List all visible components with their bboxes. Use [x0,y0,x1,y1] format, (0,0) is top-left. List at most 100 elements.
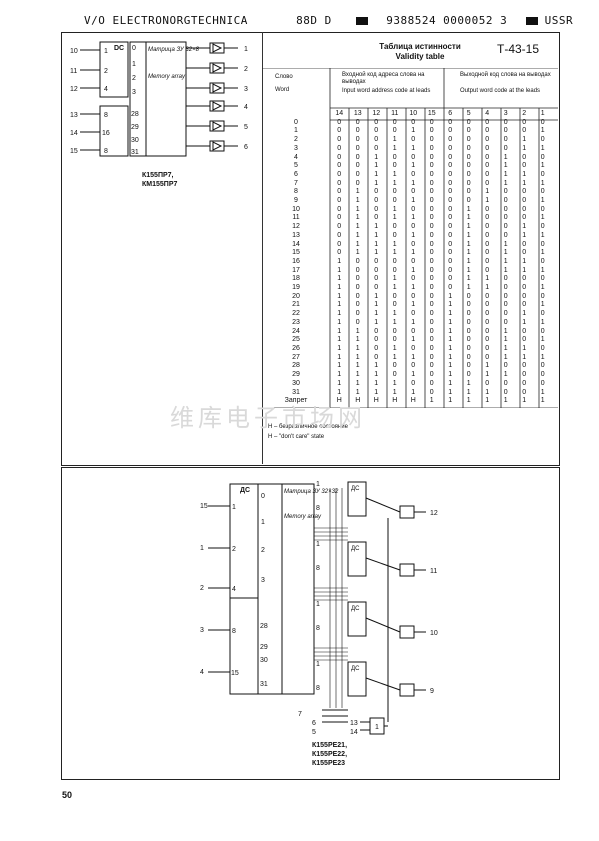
bit-cell: 1 [540,388,545,396]
bit-cell: 0 [540,223,545,231]
pin-label: 15 [200,503,208,510]
bit-cell: 0 [485,205,490,213]
bit-cell: 1 [337,301,342,309]
out-head-en: Output word code at the leads [460,88,541,94]
bit-cell: 1 [429,397,434,405]
bit-cell: 0 [355,127,360,135]
bit-cell: 1 [466,231,471,239]
bit-cell: 0 [503,136,508,144]
bit-cell: 0 [429,136,434,144]
word-cell: 28 [292,362,300,370]
bit-cell: 0 [429,249,434,257]
frame-divider [262,32,263,464]
bit-cell: 1 [411,231,416,239]
mux-blocks [347,481,367,697]
bit-cell: 1 [374,310,379,318]
table-title-en: Validity table [395,52,445,61]
bit-cell: 1 [355,240,360,248]
bit-cell: H [355,397,361,405]
bit-cell: 0 [448,266,453,274]
bit-cell: 0 [374,197,379,205]
bit-cell: 0 [485,336,490,344]
bit-cell: 0 [355,301,360,309]
mux-num: 8 [316,505,320,512]
bit-cell: 0 [448,231,453,239]
bit-cell: 1 [392,275,397,283]
word-cell: 16 [292,257,300,265]
bit-cell: 0 [429,318,434,326]
bit-cell: 1 [337,310,342,318]
bit-cell: 0 [540,153,545,161]
bit-cell: 0 [503,275,508,283]
dc-input: 1 [232,504,236,511]
bit-cell: 1 [522,179,527,187]
bit-cell: 0 [374,327,379,335]
bit-cell: 0 [429,301,434,309]
bit-cell: 0 [522,188,527,196]
bit-cell: 0 [522,127,527,135]
bit-cell: 0 [411,223,416,231]
bit-cell: 1 [466,266,471,274]
bit-cell: 1 [355,231,360,239]
note-en: H – "don't care" state [268,434,325,440]
memory-label-ru: Матрица ЗУ 32×8 [148,47,200,53]
pin-label: 14 [70,130,78,137]
bit-cell: 1 [485,362,490,370]
top-logic-diagram: 10 11 12 13 14 15 DC 1 2 4 8 16 8 0 1 2 … [70,41,248,157]
bit-cell: 0 [448,214,453,222]
dc-output: 0 [132,45,136,52]
bit-cell: 1 [411,162,416,170]
bit-cell: 1 [374,318,379,326]
bit-cell: 0 [466,127,471,135]
bit-cell: 0 [337,179,342,187]
bit-cell: 0 [522,162,527,170]
bit-cell: 0 [392,197,397,205]
bit-cell: 1 [411,179,416,187]
bit-cell: 1 [374,170,379,178]
bit-cell: 0 [522,301,527,309]
bit-cell: 0 [485,179,490,187]
bit-cell: 0 [448,170,453,178]
bit-cell: 1 [355,327,360,335]
bit-cell: 1 [522,344,527,352]
bit-cell: 0 [374,275,379,283]
in-col: 13 [353,110,362,117]
bit-cell: 0 [466,362,471,370]
dc-output: 0 [261,493,265,500]
bit-cell: 0 [429,240,434,248]
bit-cell: 1 [337,362,342,370]
bit-cell: 0 [429,188,434,196]
bit-cell: 1 [337,275,342,283]
bit-cell: 1 [355,205,360,213]
bit-cell: 1 [448,353,453,361]
table-code: Т-43-15 [497,42,540,56]
header-right: USSR [544,14,574,27]
bit-cell: 0 [355,118,360,126]
bit-cell: 1 [540,397,545,405]
bit-cell: 1 [448,327,453,335]
bit-cell: 0 [429,144,434,152]
bit-cell: 0 [485,310,490,318]
word-cell: 15 [292,249,300,257]
bit-cell: 0 [337,214,342,222]
bit-cell: 1 [392,170,397,178]
chip-label: К155РЕ22, [312,751,348,758]
word-cell: 31 [292,388,300,396]
bit-cell: 1 [337,292,342,300]
bit-cell: 0 [429,223,434,231]
bit-cell: 1 [374,362,379,370]
bit-cell: 1 [540,197,545,205]
dc-block-2 [99,105,129,157]
dc-output: 31 [131,149,139,156]
bit-cell: 1 [374,249,379,257]
dc-output: 1 [261,519,265,526]
bit-cell: 1 [448,336,453,344]
